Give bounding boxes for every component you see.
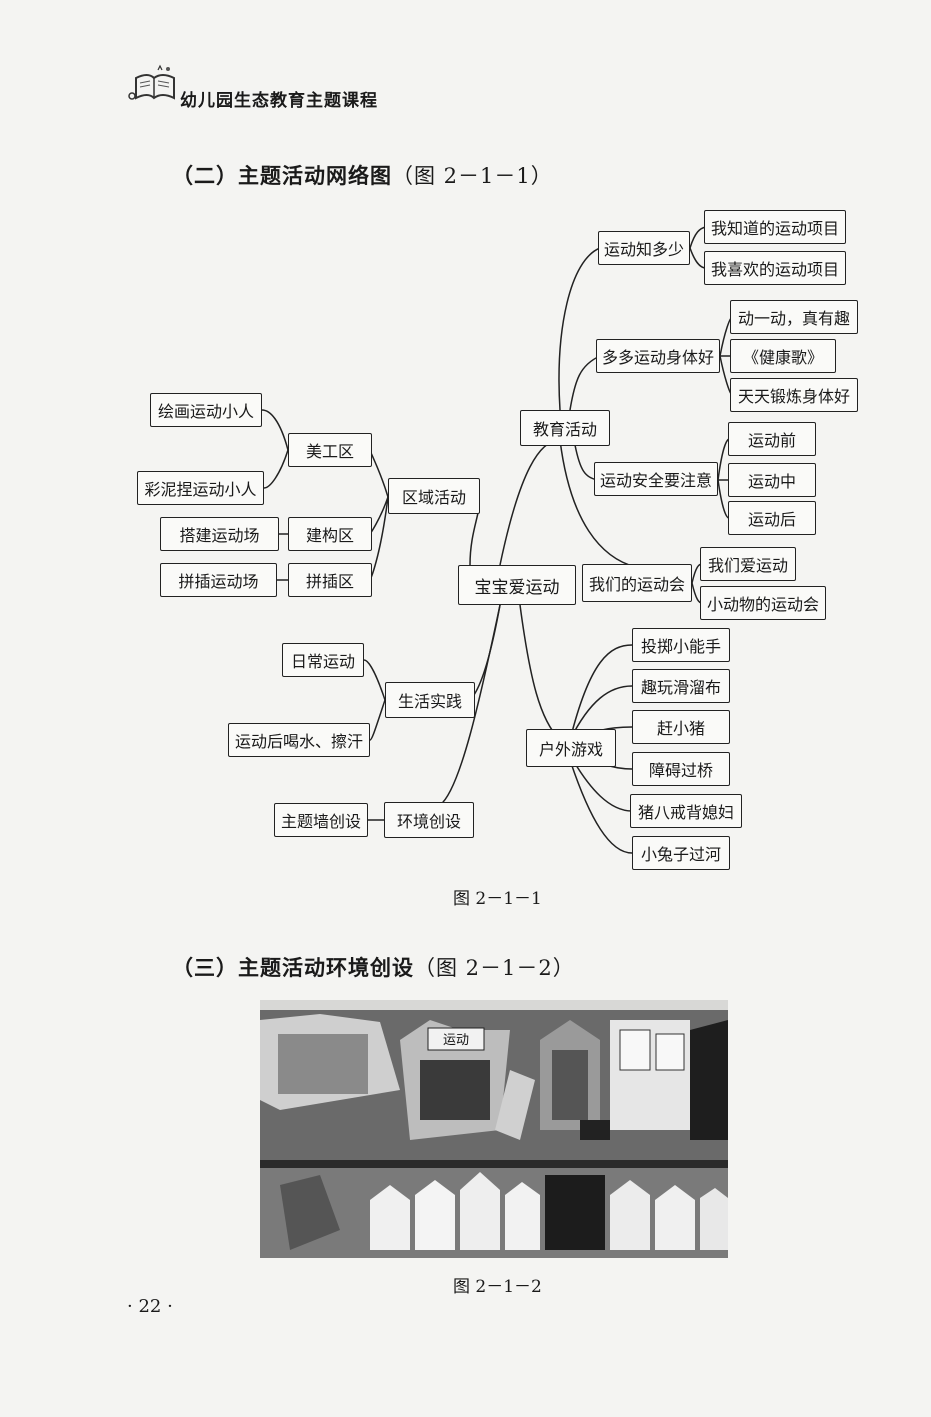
leaf-sports-meet-1: 我们爱运动 xyxy=(700,547,796,581)
branch-area: 区域活动 xyxy=(388,478,480,514)
branch-env: 环境创设 xyxy=(384,802,474,838)
leaf-outdoor-3: 赶小猪 xyxy=(632,710,730,744)
node-body: 多多运动身体好 xyxy=(596,339,720,373)
node-safety: 运动安全要注意 xyxy=(594,462,718,496)
figure-caption-1: 图 2－1－1 xyxy=(453,884,542,909)
branch-education: 教育活动 xyxy=(520,410,610,446)
leaf-env: 主题墙创设 xyxy=(274,803,368,837)
branch-sports-meet: 我们的运动会 xyxy=(582,564,692,602)
leaf-safety-2: 运动中 xyxy=(728,463,816,497)
section-heading-environment: （三）主题活动环境创设（图 2－1－2） xyxy=(172,952,575,982)
leaf-outdoor-1: 投掷小能手 xyxy=(632,628,730,662)
section-heading-text: （三）主题活动环境创设 xyxy=(172,956,414,980)
branch-life: 生活实践 xyxy=(385,682,475,718)
leaf-life-1: 日常运动 xyxy=(282,643,364,677)
figure-caption-2: 图 2－1－2 xyxy=(453,1272,542,1297)
classroom-wall-illustration: 运动 xyxy=(260,1000,728,1258)
leaf-know-1: 我知道的运动项目 xyxy=(704,210,846,244)
leaf-outdoor-5: 猪八戒背媳妇 xyxy=(630,794,742,828)
leaf-know-2: 我喜欢的运动项目 xyxy=(704,251,846,285)
leaf-body-2: 《健康歌》 xyxy=(730,339,836,373)
leaf-art-2: 彩泥捏运动小人 xyxy=(137,471,264,505)
leaf-sports-meet-2: 小动物的运动会 xyxy=(700,586,826,620)
classroom-wall-photo: 运动 xyxy=(260,1000,728,1258)
leaf-outdoor-4: 障碍过桥 xyxy=(632,752,730,786)
node-build-area: 建构区 xyxy=(288,517,372,551)
leaf-body-1: 动一动，真有趣 xyxy=(730,300,858,334)
leaf-life-2: 运动后喝水、擦汗 xyxy=(228,723,370,757)
leaf-safety-3: 运动后 xyxy=(728,501,816,535)
leaf-build: 搭建运动场 xyxy=(160,517,279,551)
leaf-outdoor-2: 趣玩滑溜布 xyxy=(632,669,730,703)
leaf-insert: 拼插运动场 xyxy=(160,563,277,597)
leaf-art-1: 绘画运动小人 xyxy=(150,393,262,427)
photo-sign-text: 运动 xyxy=(443,1033,469,1048)
node-art-area: 美工区 xyxy=(288,433,372,467)
branch-outdoor: 户外游戏 xyxy=(526,729,616,767)
leaf-outdoor-6: 小兔子过河 xyxy=(632,836,730,870)
leaf-body-3: 天天锻炼身体好 xyxy=(730,378,858,412)
node-insert-area: 拼插区 xyxy=(288,563,372,597)
page-number: · 22 · xyxy=(127,1296,173,1317)
leaf-safety-1: 运动前 xyxy=(728,422,816,456)
mindmap-center-node: 宝宝爱运动 xyxy=(458,565,576,605)
node-know: 运动知多少 xyxy=(598,231,690,265)
figure-reference: （图 2－1－2） xyxy=(414,956,575,980)
